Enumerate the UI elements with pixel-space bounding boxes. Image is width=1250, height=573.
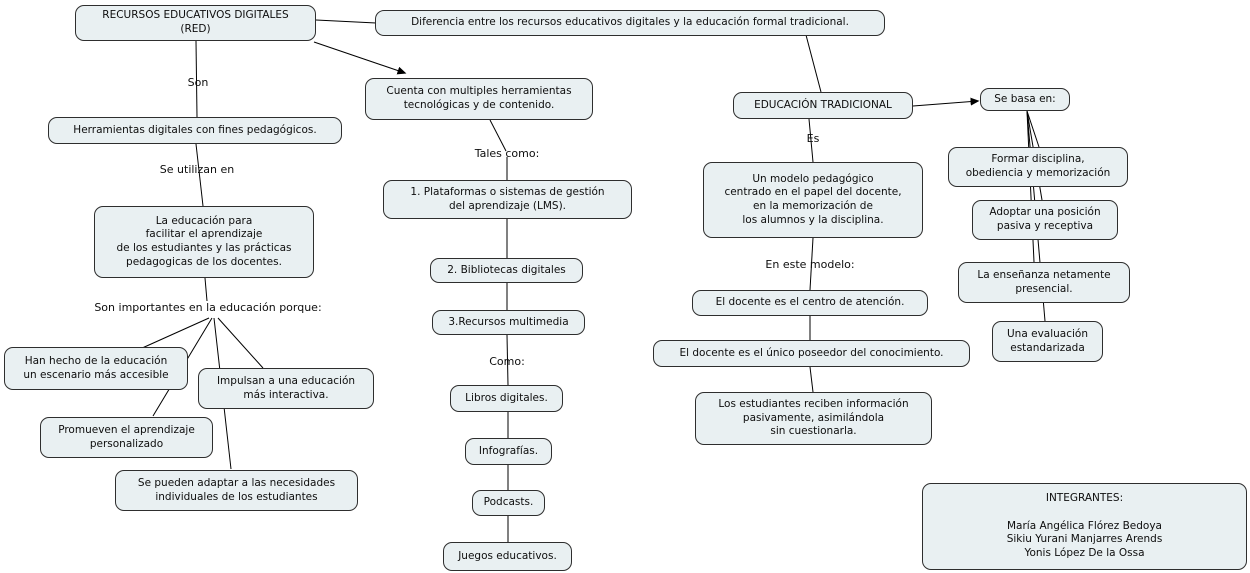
linking-phrase-son[interactable]: Son xyxy=(187,76,209,89)
concept-aprendizaje-personalizado[interactable]: Promueven el aprendizaje personalizado xyxy=(40,417,213,458)
concept-juegos-educativos[interactable]: Juegos educativos. xyxy=(443,542,572,571)
connector-line xyxy=(805,34,822,93)
connector-line xyxy=(217,317,264,369)
connector-line xyxy=(139,317,210,350)
concept-modelo-pedagogico[interactable]: Un modelo pedagógico centrado en el pape… xyxy=(703,162,923,238)
connector-arrow xyxy=(912,97,980,107)
connector-line xyxy=(195,143,204,207)
linking-phrase-es[interactable]: Es xyxy=(806,132,820,145)
concept-diferencia[interactable]: Diferencia entre los recursos educativos… xyxy=(375,10,885,36)
connector-line xyxy=(204,277,208,302)
linking-phrase-como[interactable]: Como: xyxy=(489,355,525,368)
connector-line xyxy=(809,366,814,393)
connector-line xyxy=(489,119,507,152)
concept-adaptar-necesidades[interactable]: Se pueden adaptar a las necesidades indi… xyxy=(115,470,358,511)
linking-phrase-son-importantes[interactable]: Son importantes en la educación porque: xyxy=(94,301,322,314)
connector-line xyxy=(195,40,198,118)
connector-line xyxy=(808,118,814,163)
connector-line xyxy=(506,334,509,386)
concept-podcasts[interactable]: Podcasts. xyxy=(472,490,545,516)
linking-phrase-tales-como[interactable]: Tales como: xyxy=(474,147,540,160)
concept-docente-centro-atencion[interactable]: El docente es el centro de atención. xyxy=(692,290,928,316)
integrantes-box[interactable]: INTEGRANTES: María Angélica Flórez Bedoy… xyxy=(922,483,1247,570)
connector-line xyxy=(315,19,377,24)
concept-bibliotecas-digitales[interactable]: 2. Bibliotecas digitales xyxy=(430,258,583,283)
concept-recursos-multimedia[interactable]: 3.Recursos multimedia xyxy=(432,310,585,335)
concept-recursos-educativos-digitales[interactable]: RECURSOS EDUCATIVOS DIGITALES (RED) xyxy=(75,5,316,41)
concept-docente-poseedor-conocimiento[interactable]: El docente es el único poseedor del cono… xyxy=(653,340,970,367)
concept-evaluacion-estandarizada[interactable]: Una evaluación estandarizada xyxy=(992,321,1103,362)
concept-herramientas-digitales[interactable]: Herramientas digitales con fines pedagóg… xyxy=(48,117,342,144)
linking-phrase-en-este-modelo[interactable]: En este modelo: xyxy=(765,258,855,271)
concept-educacion-tradicional[interactable]: EDUCACIÓN TRADICIONAL xyxy=(733,92,913,119)
connector-line xyxy=(809,237,814,291)
concept-estudiantes-pasivos[interactable]: Los estudiantes reciben información pasi… xyxy=(695,392,932,445)
concept-educacion-interactiva[interactable]: Impulsan a una educación más interactiva… xyxy=(198,368,374,409)
concept-multiples-herramientas[interactable]: Cuenta con multiples herramientas tecnol… xyxy=(365,78,593,120)
concept-educacion-para-facilitar[interactable]: La educación para facilitar el aprendiza… xyxy=(94,206,314,278)
concept-libros-digitales[interactable]: Libros digitales. xyxy=(450,385,563,412)
concept-se-basa-en[interactable]: Se basa en: xyxy=(980,88,1070,111)
concept-infografias[interactable]: Infografías. xyxy=(465,438,552,465)
concept-ensenanza-presencial[interactable]: La enseñanza netamente presencial. xyxy=(958,262,1130,303)
concept-formar-disciplina[interactable]: Formar disciplina, obediencia y memoriza… xyxy=(948,147,1128,187)
concept-escenario-accesible[interactable]: Han hecho de la educación un escenario m… xyxy=(4,347,188,390)
connector-line xyxy=(1026,110,1040,148)
connector-arrow xyxy=(313,41,407,75)
concept-plataformas-lms[interactable]: 1. Plataformas o sistemas de gestión del… xyxy=(383,180,632,219)
linking-phrase-se-utilizan-en[interactable]: Se utilizan en xyxy=(159,163,235,176)
concept-posicion-pasiva[interactable]: Adoptar una posición pasiva y receptiva xyxy=(972,200,1118,240)
